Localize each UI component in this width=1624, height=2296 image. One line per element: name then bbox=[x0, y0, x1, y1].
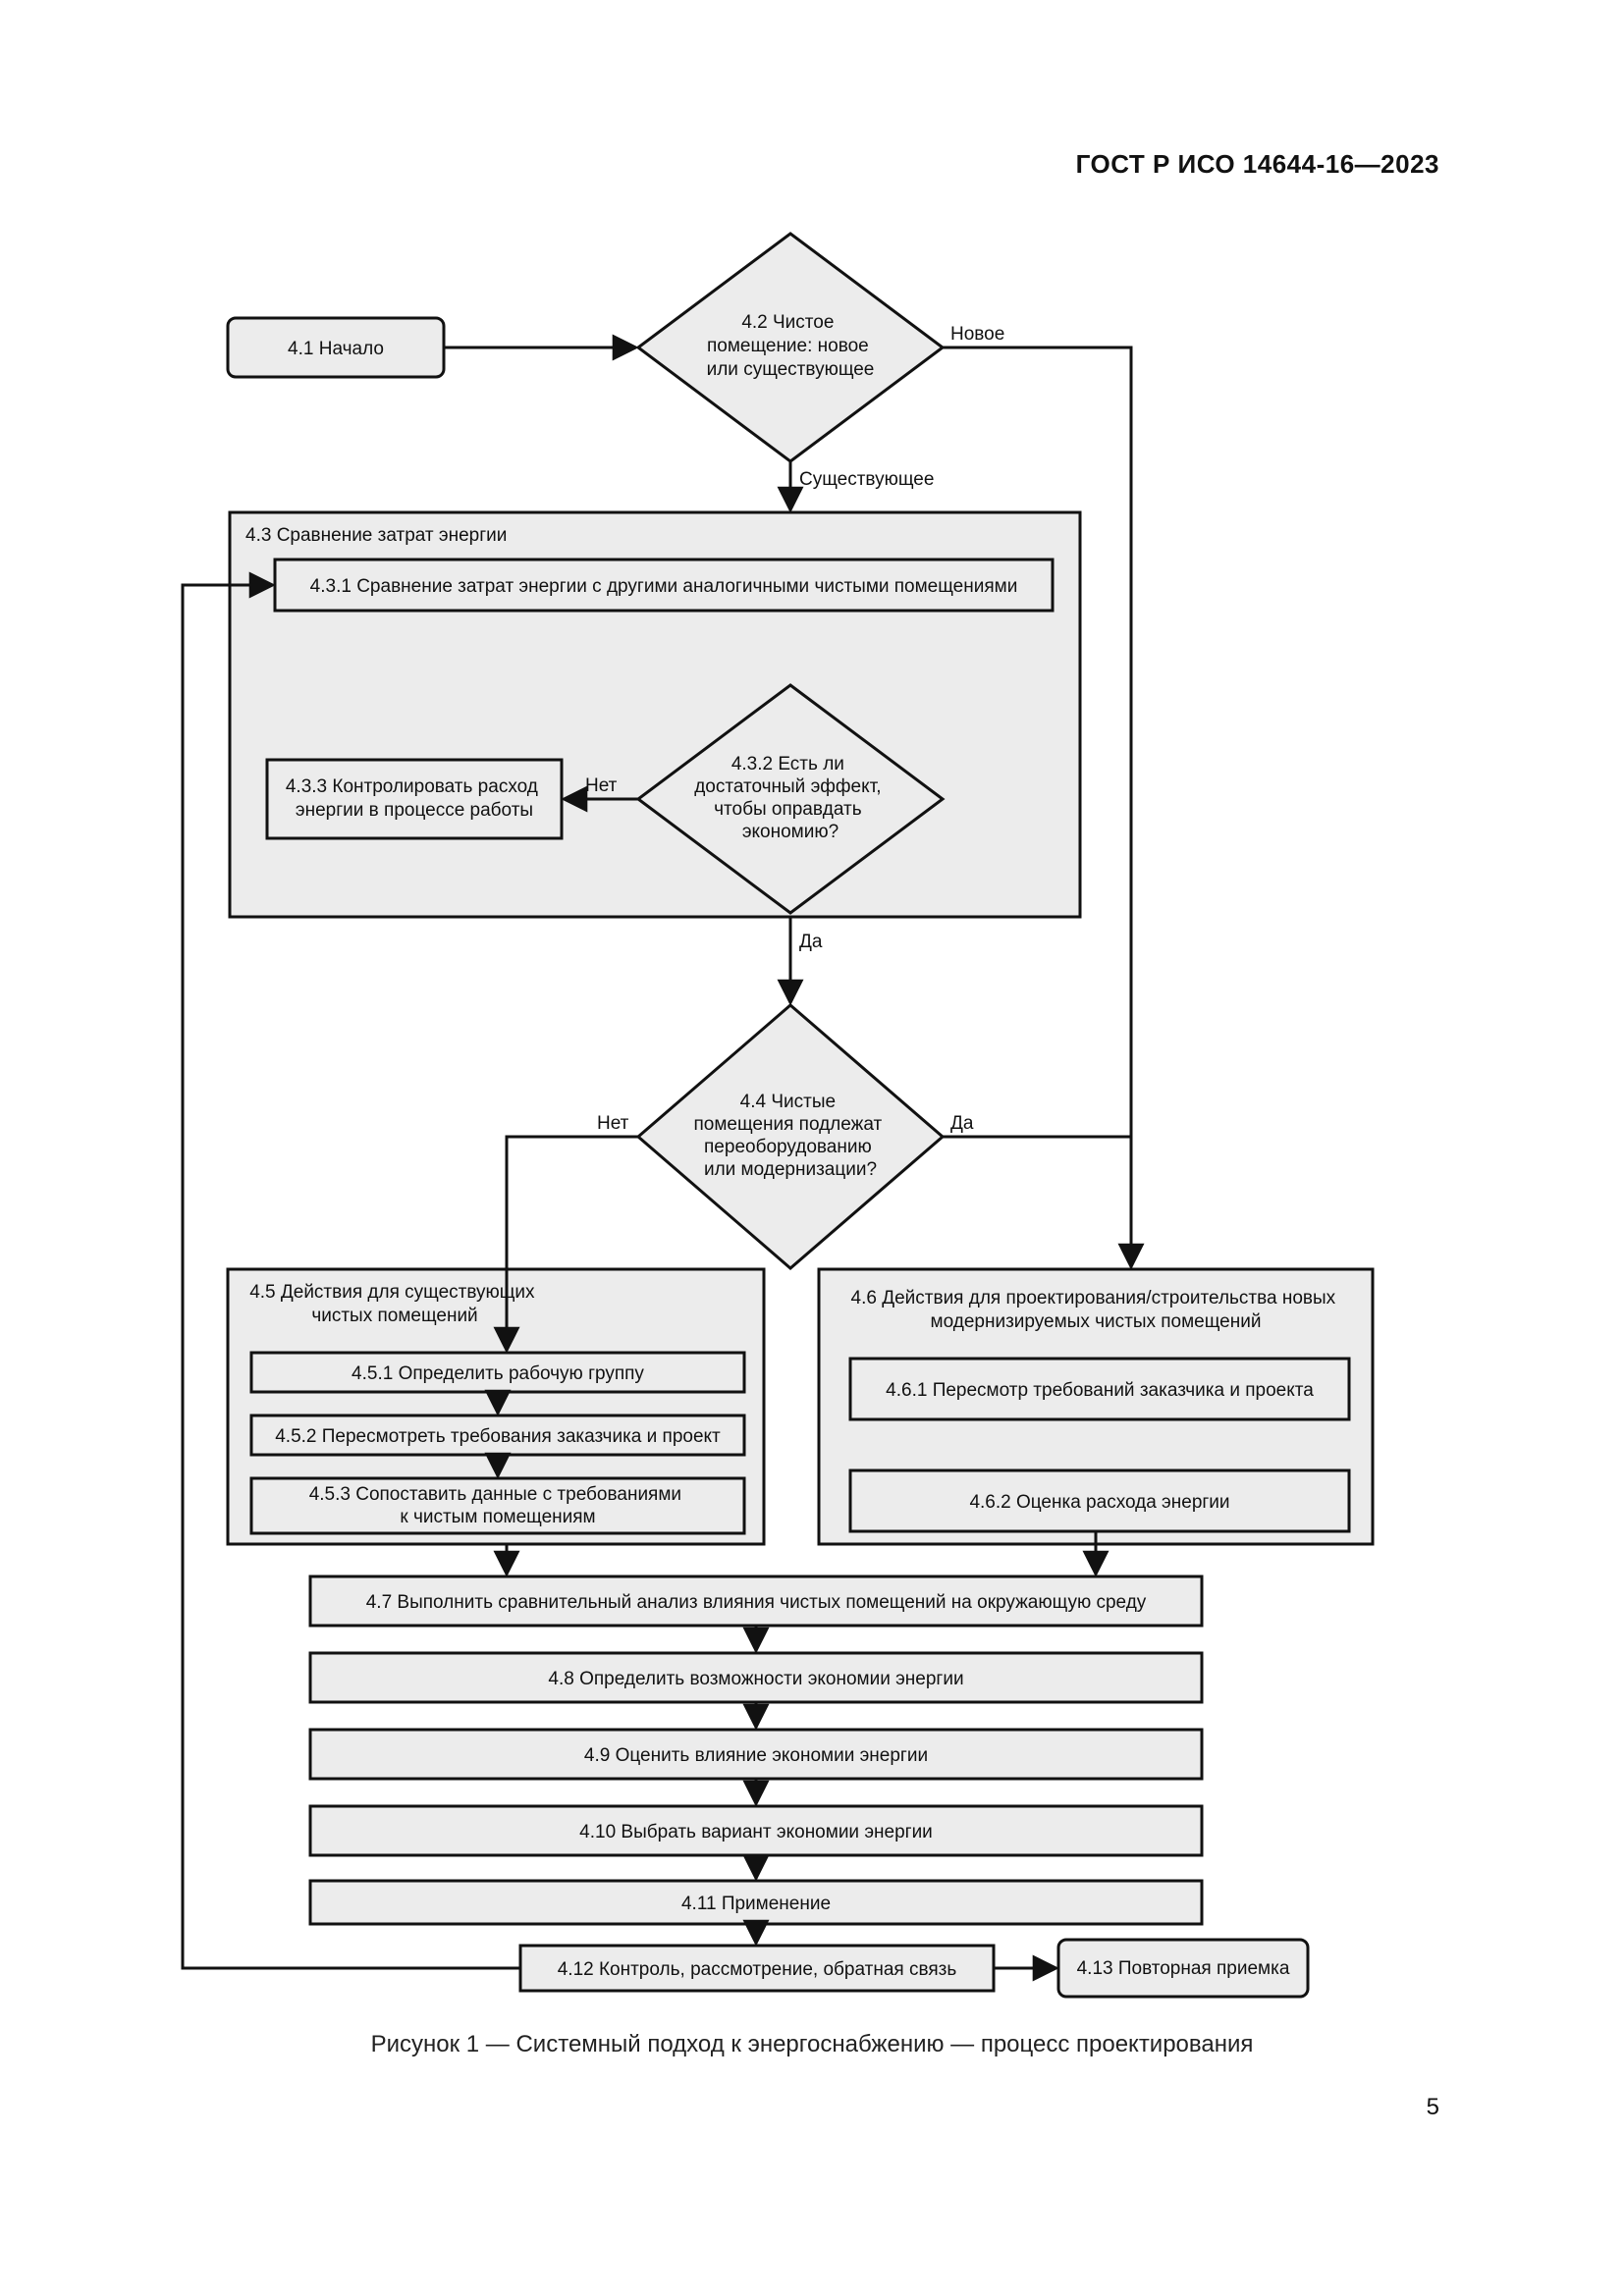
decision-enough-effect-label: 4.3.2 Есть ли достаточный эффект, чтобы … bbox=[694, 754, 887, 842]
control-review-label: 4.12 Контроль, рассмотрение, обратная св… bbox=[558, 1959, 957, 1980]
savings-opportunities-label: 4.8 Определить возможности экономии энер… bbox=[548, 1669, 963, 1689]
compare-data-box bbox=[249, 1476, 746, 1535]
page-number: 5 bbox=[1426, 2094, 1439, 2120]
document-code: ГОСТ Р ИСО 14644-16—2023 bbox=[1075, 149, 1439, 179]
energy-estimate-box bbox=[848, 1468, 1351, 1533]
reacceptance-label: 4.13 Повторная приемка bbox=[1077, 1958, 1290, 1979]
savings-impact-box bbox=[308, 1728, 1204, 1781]
implementation-box bbox=[308, 1879, 1204, 1926]
arrow-refit-no-to-existing-actions bbox=[493, 1135, 638, 1354]
arrow-feedback-to-431 bbox=[181, 571, 520, 1970]
compare-with-similar-label: 4.3.1 Сравнение затрат энергии с другими… bbox=[310, 576, 1018, 597]
energy-estimate-label: 4.6.2 Оценка расхода энергии bbox=[969, 1492, 1229, 1513]
savings-option-label: 4.10 Выбрать вариант экономии энергии bbox=[579, 1822, 933, 1842]
decision-new-or-existing-label: 4.2 Чистое помещение: новое или существу… bbox=[707, 312, 875, 380]
decision-refit-label: 4.4 Чистые помещения подлежат переоборуд… bbox=[694, 1092, 888, 1180]
monitor-energy-label: 4.3.3 Контролировать расход энергии в пр… bbox=[286, 776, 543, 821]
review-requirements-existing-label: 4.5.2 Пересмотреть требования заказчика … bbox=[275, 1426, 721, 1447]
group-new-actions-label: 4.6 Действия для проектирования/строител… bbox=[851, 1288, 1341, 1332]
branch-label-yes-2: Да bbox=[950, 1113, 974, 1134]
figure-caption: Рисунок 1 — Системный подход к энергосна… bbox=[370, 2031, 1254, 2057]
branch-label-yes-1: Да bbox=[799, 932, 823, 952]
implementation-label: 4.11 Применение bbox=[681, 1894, 831, 1914]
branch-label-no-2: Нет bbox=[597, 1113, 629, 1134]
decision-enough-effect-diamond bbox=[635, 683, 946, 915]
branch-label-no-1: Нет bbox=[585, 775, 618, 796]
branch-label-existing: Существующее bbox=[799, 469, 934, 490]
define-work-group-label: 4.5.1 Определить рабочую группу bbox=[352, 1363, 644, 1384]
decision-refit-diamond bbox=[635, 1003, 946, 1270]
savings-opportunities-box bbox=[308, 1651, 1204, 1704]
review-requirements-new-box bbox=[848, 1357, 1351, 1421]
group-existing-actions-label: 4.5 Действия для существующих чистых пом… bbox=[249, 1282, 540, 1326]
branch-label-new: Новое bbox=[950, 324, 1004, 345]
start-label: 4.1 Начало bbox=[288, 339, 384, 359]
savings-impact-label: 4.9 Оценить влияние экономии энергии bbox=[584, 1745, 928, 1766]
compare-data-label: 4.5.3 Сопоставить данные с требованиями … bbox=[309, 1484, 687, 1527]
arrow-decision-new-to-new-actions bbox=[943, 346, 1145, 1270]
environment-analysis-label: 4.7 Выполнить сравнительный анализ влиян… bbox=[366, 1592, 1147, 1613]
group-energy-comparison-label: 4.3 Сравнение затрат энергии bbox=[245, 525, 507, 546]
monitor-energy-box bbox=[265, 758, 564, 840]
review-requirements-new-label: 4.6.1 Пересмотр требований заказчика и п… bbox=[886, 1380, 1314, 1401]
